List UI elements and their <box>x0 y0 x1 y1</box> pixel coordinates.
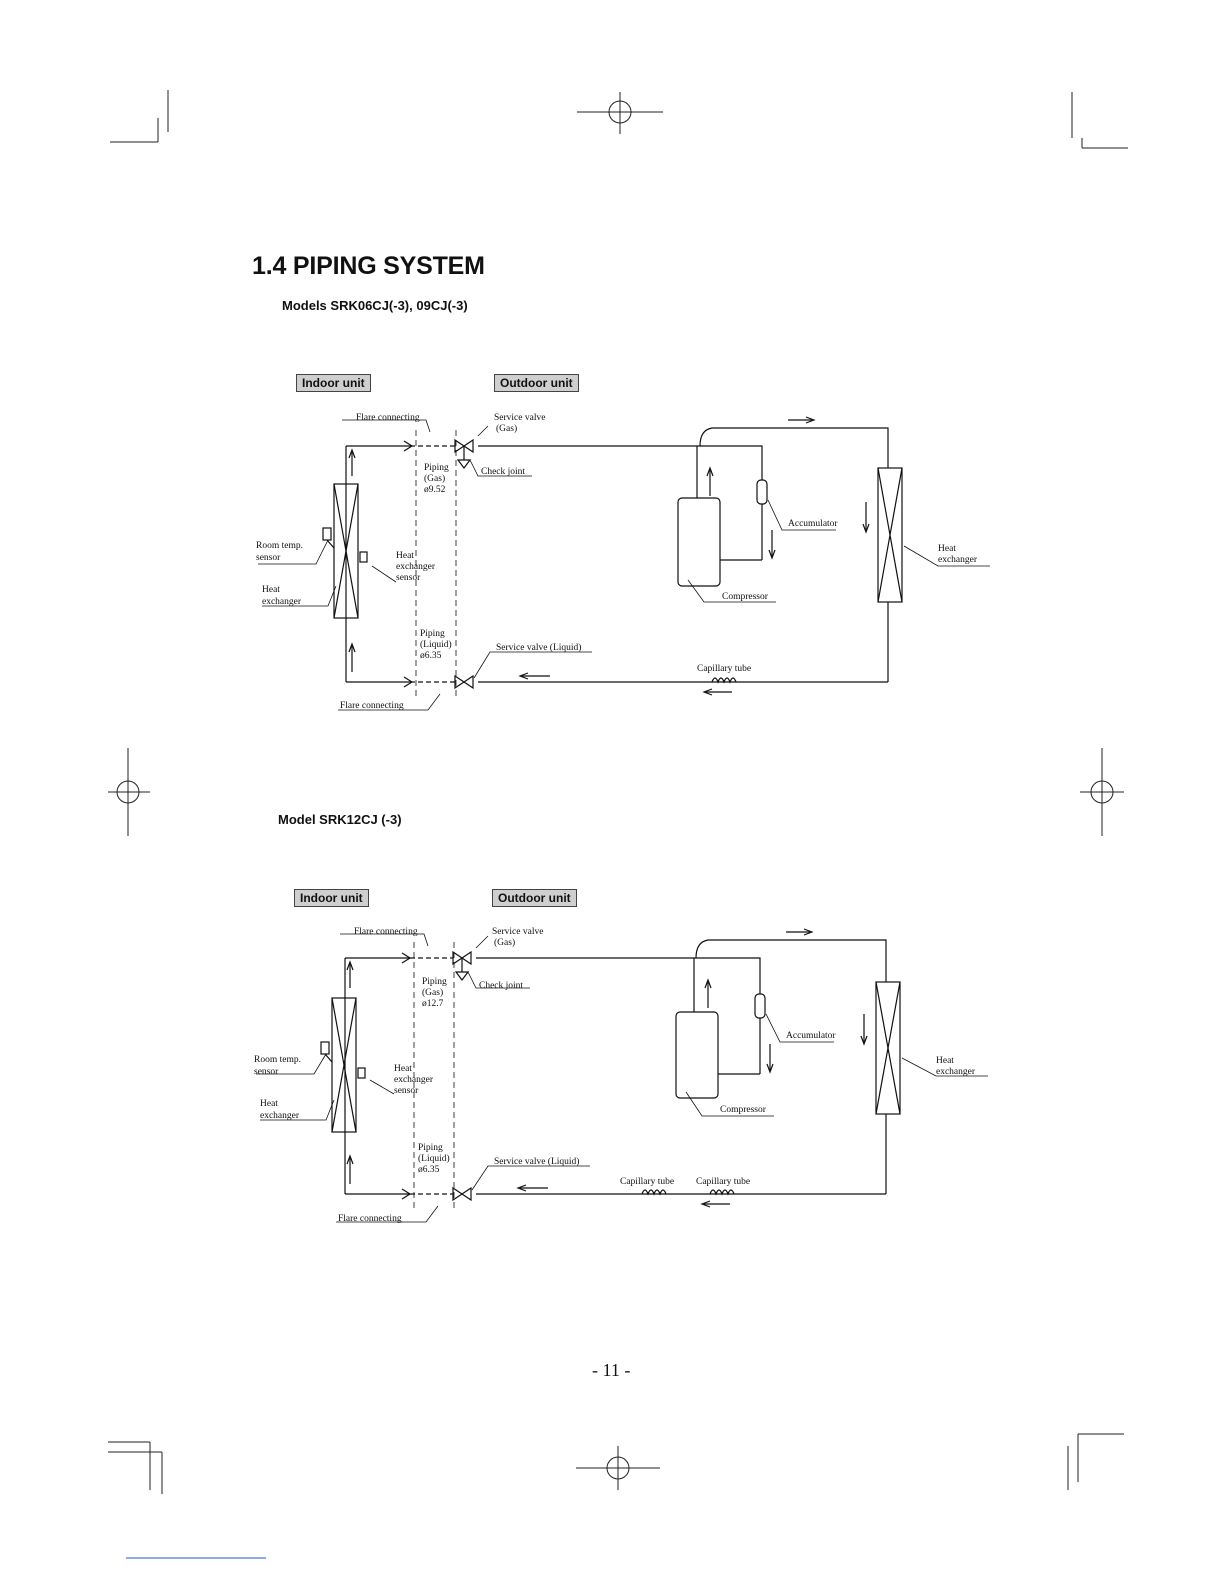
heat-ex-out-label-2a: Heat <box>936 1056 954 1066</box>
indoor-unit-badge-2: Indoor unit <box>294 889 369 907</box>
hx-sensor-label-2a: Heat <box>394 1064 412 1074</box>
heat-ex-in-label-1a: Heat <box>262 585 280 595</box>
check-joint-label-2: Check joint <box>479 981 523 991</box>
hx-sensor-label-1c: sensor <box>396 573 421 583</box>
accumulator-label-2: Accumulator <box>786 1031 836 1041</box>
capillary-label-2a: Capillary tube <box>620 1177 674 1187</box>
model-label-1: Models SRK06CJ(-3), 09CJ(-3) <box>282 298 468 313</box>
outdoor-unit-badge-2: Outdoor unit <box>492 889 577 907</box>
capillary-label-1: Capillary tube <box>697 664 751 674</box>
heat-ex-out-label-1b: exchanger <box>938 555 978 565</box>
service-gas-label-2a: Service valve <box>492 927 543 937</box>
piping-liq-label-2a: Piping <box>418 1143 443 1153</box>
service-liquid-label-2: Service valve (Liquid) <box>494 1156 579 1167</box>
piping-liq-label-1b: (Liquid) <box>420 639 452 650</box>
heat-ex-out-label-2b: exchanger <box>936 1067 976 1077</box>
section-title: 1.4 PIPING SYSTEM <box>252 252 485 280</box>
piping-gas-label-2a: Piping <box>422 977 447 987</box>
service-gas-label-2b: (Gas) <box>494 937 515 948</box>
room-temp-label-1a: Room temp. <box>256 541 303 551</box>
piping-gas-label-1a: Piping <box>424 463 449 473</box>
piping-liq-label-2c: ø6.35 <box>418 1165 440 1175</box>
piping-gas-label-2c: ø12.7 <box>422 999 444 1009</box>
piping-gas-label-1b: (Gas) <box>424 473 445 484</box>
flare-top-label-1: Flare connecting <box>356 413 420 423</box>
flare-top-label-2: Flare connecting <box>354 927 418 937</box>
indoor-unit-badge-1: Indoor unit <box>296 374 371 392</box>
hx-sensor-label-2c: sensor <box>394 1086 419 1096</box>
room-temp-label-2b: sensor <box>254 1067 279 1077</box>
capillary-label-2b: Capillary tube <box>696 1177 750 1187</box>
outdoor-unit-badge-1: Outdoor unit <box>494 374 579 392</box>
compressor-label-2: Compressor <box>720 1105 767 1115</box>
piping-gas-label-2b: (Gas) <box>422 987 443 998</box>
heat-ex-out-label-1a: Heat <box>938 544 956 554</box>
piping-liq-label-1c: ø6.35 <box>420 651 442 661</box>
service-gas-label-1a: Service valve <box>494 413 545 423</box>
flare-bottom-label-1: Flare connecting <box>340 701 404 711</box>
check-joint-label-1: Check joint <box>481 467 525 477</box>
heat-ex-in-label-1b: exchanger <box>262 597 302 607</box>
piping-liq-label-2b: (Liquid) <box>418 1153 450 1164</box>
compressor-label-1: Compressor <box>722 592 769 602</box>
room-temp-label-1b: sensor <box>256 553 281 563</box>
room-temp-label-2a: Room temp. <box>254 1055 301 1065</box>
flare-bottom-label-2: Flare connecting <box>338 1214 402 1224</box>
piping-gas-label-1c: ø9.52 <box>424 485 446 495</box>
heat-ex-in-label-2a: Heat <box>260 1099 278 1109</box>
hx-sensor-label-1a: Heat <box>396 551 414 561</box>
accumulator-label-1: Accumulator <box>788 519 838 529</box>
page-number: - 11 - <box>592 1360 631 1380</box>
heat-ex-in-label-2b: exchanger <box>260 1111 300 1121</box>
service-gas-label-1b: (Gas) <box>496 423 517 434</box>
piping-liq-label-1a: Piping <box>420 629 445 639</box>
hx-sensor-label-2b: exchanger <box>394 1075 434 1085</box>
service-liquid-label-1: Service valve (Liquid) <box>496 642 581 653</box>
model-label-2: Model SRK12CJ (-3) <box>278 812 402 827</box>
hx-sensor-label-1b: exchanger <box>396 562 436 572</box>
